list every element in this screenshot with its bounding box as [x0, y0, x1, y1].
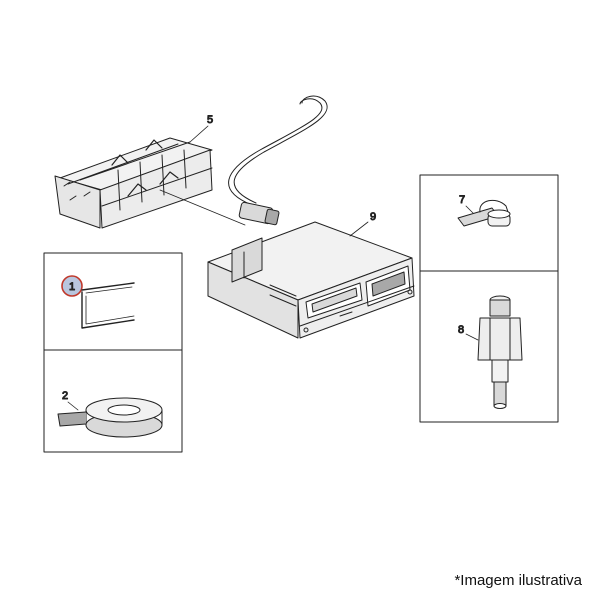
callout-8: 8	[458, 324, 464, 336]
radio-unit-part	[207, 221, 415, 339]
callout-5: 5	[207, 114, 213, 126]
illustrative-image-caption: *Imagem ilustrativa	[454, 572, 582, 589]
callout-7: 7	[459, 194, 465, 206]
callout-9: 9	[370, 211, 376, 223]
inset-box-part-2: 2	[43, 349, 183, 453]
inset-box-part-1: 1	[43, 252, 183, 351]
inset-box-part-8: 8	[419, 270, 559, 423]
callout-2: 2	[62, 390, 68, 402]
highlight-marker	[61, 275, 83, 297]
callout-1: 1	[69, 281, 75, 293]
mounting-frame-part	[54, 137, 246, 229]
cable-connector	[228, 95, 328, 226]
inset-box-part-7: 7	[419, 174, 559, 272]
